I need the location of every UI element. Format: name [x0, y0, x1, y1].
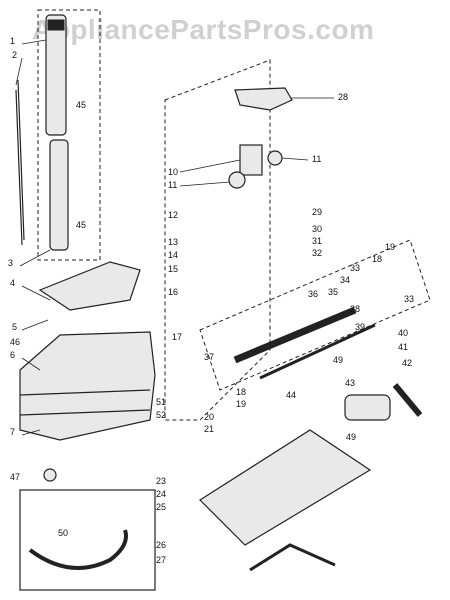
callout-33a: 33	[350, 263, 360, 273]
callout-34: 34	[340, 275, 350, 285]
pedal-rod	[249, 543, 336, 572]
callout-29: 29	[312, 207, 322, 217]
power-cord-2	[15, 89, 23, 246]
lever	[392, 383, 423, 417]
callout-45a: 45	[76, 100, 86, 110]
callout-25: 25	[156, 502, 166, 512]
callout-49a: 49	[333, 355, 343, 365]
callout-40: 40	[398, 328, 408, 338]
callout-16: 16	[168, 287, 178, 297]
callout-14: 14	[168, 250, 178, 260]
callout-30: 30	[312, 224, 322, 234]
callout-43: 43	[345, 378, 355, 388]
leader-1	[21, 39, 47, 45]
leader-11a	[179, 181, 231, 187]
callout-27: 27	[156, 555, 166, 565]
callout-2: 2	[12, 50, 17, 60]
callout-6: 6	[10, 350, 15, 360]
base-plate	[199, 429, 372, 546]
callout-13: 13	[168, 237, 178, 247]
callout-19a: 19	[385, 242, 395, 252]
callout-18b: 18	[236, 387, 246, 397]
body-seam	[19, 389, 151, 396]
brushroll	[233, 306, 357, 364]
foot-part	[43, 468, 57, 482]
callout-42: 42	[402, 358, 412, 368]
motor	[344, 394, 391, 421]
callout-11a: 11	[168, 180, 177, 190]
callout-26: 26	[156, 540, 166, 550]
watermark-text: AppliancePartsPros.com	[32, 14, 375, 45]
upper-handle-tube	[45, 14, 67, 136]
main-body	[19, 331, 156, 441]
callout-17: 17	[172, 332, 182, 342]
leader-5	[21, 319, 49, 331]
callout-31: 31	[312, 236, 322, 246]
callout-41: 41	[398, 342, 408, 352]
callout-11b: 11	[312, 154, 321, 164]
callout-24: 24	[156, 489, 166, 499]
callout-20: 20	[204, 412, 214, 422]
fan-housing	[239, 144, 263, 176]
callout-33b: 33	[404, 294, 414, 304]
leader-4	[21, 285, 51, 301]
handle-group-outline	[37, 9, 101, 261]
body-seam-2	[19, 409, 151, 416]
hose-inset-box	[19, 489, 156, 591]
handle-grip	[47, 19, 65, 31]
callout-32: 32	[312, 248, 322, 258]
callout-45b: 45	[76, 220, 86, 230]
chassis-group-outline	[164, 59, 271, 421]
lower-handle-tube	[49, 139, 69, 251]
callout-38: 38	[350, 304, 360, 314]
callout-47: 47	[10, 472, 20, 482]
callout-39: 39	[355, 322, 365, 332]
leader-3	[19, 249, 51, 267]
callout-5: 5	[12, 322, 17, 332]
power-cord	[17, 79, 25, 241]
callout-37: 37	[204, 352, 214, 362]
callout-28: 28	[338, 92, 348, 102]
callout-18a: 18	[372, 254, 382, 264]
callout-44: 44	[286, 390, 296, 400]
brush-strip	[259, 323, 376, 380]
leader-6	[21, 357, 41, 371]
callout-46: 46	[10, 337, 20, 347]
callout-7: 7	[10, 427, 15, 437]
callout-labels: 1 2 3 4 5 6 7 10 11 11 12 13 14 15 16 17…	[8, 36, 414, 565]
brushroll-group-outline	[199, 239, 431, 391]
leader-10	[179, 159, 241, 173]
callout-4: 4	[10, 278, 15, 288]
callout-52: 52	[156, 410, 166, 420]
callout-10: 10	[168, 167, 178, 177]
callout-15: 15	[168, 264, 178, 274]
leader-2	[15, 57, 23, 86]
fan-left	[228, 171, 246, 189]
leader-lines	[15, 39, 334, 436]
callout-12: 12	[168, 210, 178, 220]
callout-19b: 19	[236, 399, 246, 409]
leader-7	[21, 429, 41, 436]
leader-11b	[281, 157, 309, 161]
callout-35: 35	[328, 287, 338, 297]
hose	[28, 529, 128, 570]
fan-right	[267, 150, 283, 166]
callout-49b: 49	[346, 432, 356, 442]
callout-50: 50	[58, 528, 68, 538]
hood-cover	[38, 261, 141, 311]
callout-36: 36	[308, 289, 318, 299]
callout-21: 21	[204, 424, 214, 434]
callout-51: 51	[156, 397, 166, 407]
callout-3: 3	[8, 258, 13, 268]
callout-23: 23	[156, 476, 166, 486]
callout-1: 1	[10, 36, 15, 46]
switch-housing	[234, 87, 293, 111]
